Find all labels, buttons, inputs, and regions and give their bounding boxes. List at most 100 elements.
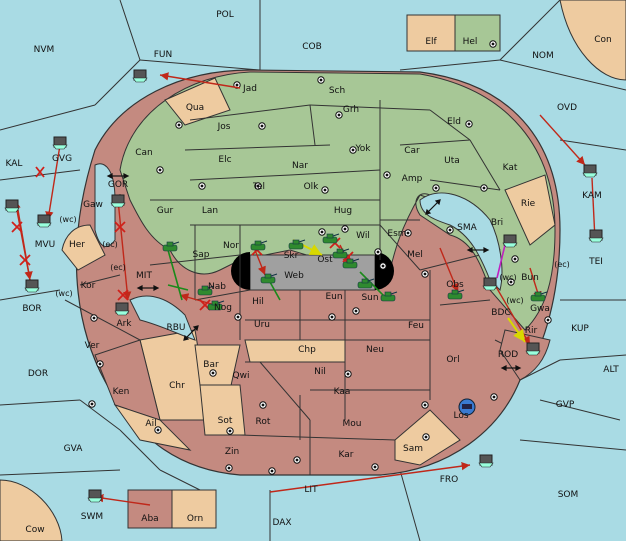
fleet-unit[interactable] [525, 342, 541, 356]
label-gur: Gur [157, 206, 174, 216]
label-bor: BOR [22, 304, 41, 314]
passage-sma [466, 247, 490, 253]
coast-tag: (ec) [554, 260, 570, 269]
label-kat: Kat [503, 163, 518, 173]
label-aba: Aba [141, 514, 158, 524]
label-los: Los [453, 411, 468, 421]
label-gaw: Gaw [83, 200, 103, 210]
order-move-gor-ark [117, 199, 132, 301]
fleet-unit[interactable] [582, 164, 598, 178]
passage-rbu [183, 325, 199, 341]
supply-center-dot [261, 403, 265, 407]
label-jos: Jos [217, 122, 231, 132]
army-unit[interactable] [162, 241, 180, 252]
supply-center-dot [492, 395, 496, 399]
label-web: Web [284, 271, 304, 281]
supply-center-dot [546, 318, 550, 322]
supply-center-dot [448, 228, 452, 232]
label-esm: Esm [387, 229, 406, 239]
label-chp: Chp [298, 345, 316, 355]
supply-center-dot [424, 435, 428, 439]
fleet-unit[interactable] [87, 489, 103, 503]
supply-center-dot [90, 402, 94, 406]
label-con: Con [594, 35, 612, 45]
label-nil: Nil [314, 367, 326, 377]
supply-center-dot [467, 122, 471, 126]
coast-tag: (wc) [55, 289, 72, 298]
label-obs: Obs [446, 280, 464, 290]
army-unit[interactable] [250, 240, 268, 251]
army-unit[interactable] [380, 291, 398, 302]
territory-chp [244, 339, 346, 363]
supply-center-dot [319, 78, 323, 82]
order-move-gvg-mvu [45, 144, 61, 221]
label-lan: Lan [202, 206, 218, 216]
label-mit: MIT [136, 271, 152, 281]
army-unit[interactable] [207, 300, 225, 311]
label-fro: FRO [440, 475, 459, 485]
label-ail: Ail [145, 419, 156, 429]
supply-center-dot [351, 148, 355, 152]
label-zin: Zin [225, 447, 239, 457]
fleet-unit[interactable] [588, 229, 604, 243]
label-gva: GVA [64, 444, 84, 454]
label-nog: Nog [214, 303, 232, 313]
fleet-unit[interactable] [502, 234, 518, 248]
fleet-unit[interactable] [478, 454, 494, 468]
supply-center-dot [376, 250, 380, 254]
coast-tag: (wc) [506, 296, 523, 305]
fleet-unit[interactable] [4, 199, 20, 213]
supply-center-dot [423, 272, 427, 276]
supply-center-dot [381, 264, 385, 268]
fleet-unit[interactable] [24, 279, 40, 293]
fleet-unit[interactable] [110, 194, 126, 208]
supply-center-dot [177, 123, 181, 127]
label-neu: Neu [366, 345, 384, 355]
order-other-bri-bdc [496, 244, 506, 279]
army-unit[interactable] [342, 258, 360, 269]
passage-arrows [106, 173, 522, 371]
territory-rie [504, 174, 556, 246]
label-rbu: RBU [166, 323, 185, 333]
army-unit[interactable] [288, 239, 306, 250]
fleet-unit[interactable] [52, 136, 68, 150]
label-kaa: Kaa [334, 387, 351, 397]
fleet-unit[interactable] [132, 69, 148, 83]
supply-center-dot [330, 315, 334, 319]
army-unit[interactable] [447, 289, 465, 300]
label-kal: KAL [6, 159, 23, 169]
label-sap: Sap [193, 250, 210, 260]
territory-her [61, 224, 106, 271]
label-ark: Ark [116, 319, 132, 329]
order-convoy-bdc [507, 317, 526, 343]
label-cow: Cow [25, 525, 44, 535]
label-hug: Hug [334, 206, 352, 216]
label-yok: Yok [354, 144, 371, 154]
army-unit[interactable] [357, 278, 375, 289]
passage-rod [500, 365, 522, 371]
army-unit[interactable] [322, 233, 340, 244]
coast-tag: (ec) [110, 263, 126, 272]
inner-sea-rbu [129, 295, 196, 341]
army-unit[interactable] [260, 273, 278, 284]
fleet-unit[interactable] [482, 277, 498, 291]
label-nvm: NVM [34, 45, 55, 55]
fleet-unit[interactable] [114, 302, 130, 316]
supply-center-dot [337, 113, 341, 117]
label-orn: Orn [187, 514, 203, 524]
supply-center-dot [343, 227, 347, 231]
label-qua: Qua [186, 103, 204, 113]
supply-center-dot [92, 316, 96, 320]
army-unit[interactable] [530, 291, 548, 302]
label-elf: Elf [425, 37, 437, 47]
special-unit-los[interactable] [458, 398, 476, 416]
label-amp: Amp [402, 174, 423, 184]
army-unit[interactable] [332, 248, 350, 259]
label-uta: Uta [444, 156, 460, 166]
label-her: Her [69, 240, 85, 250]
fleet-unit[interactable] [36, 214, 52, 228]
label-tei: TEI [588, 257, 603, 267]
army-unit[interactable] [197, 285, 215, 296]
order-move-aba-swm [94, 494, 151, 506]
label-gvp: GVP [556, 400, 575, 410]
